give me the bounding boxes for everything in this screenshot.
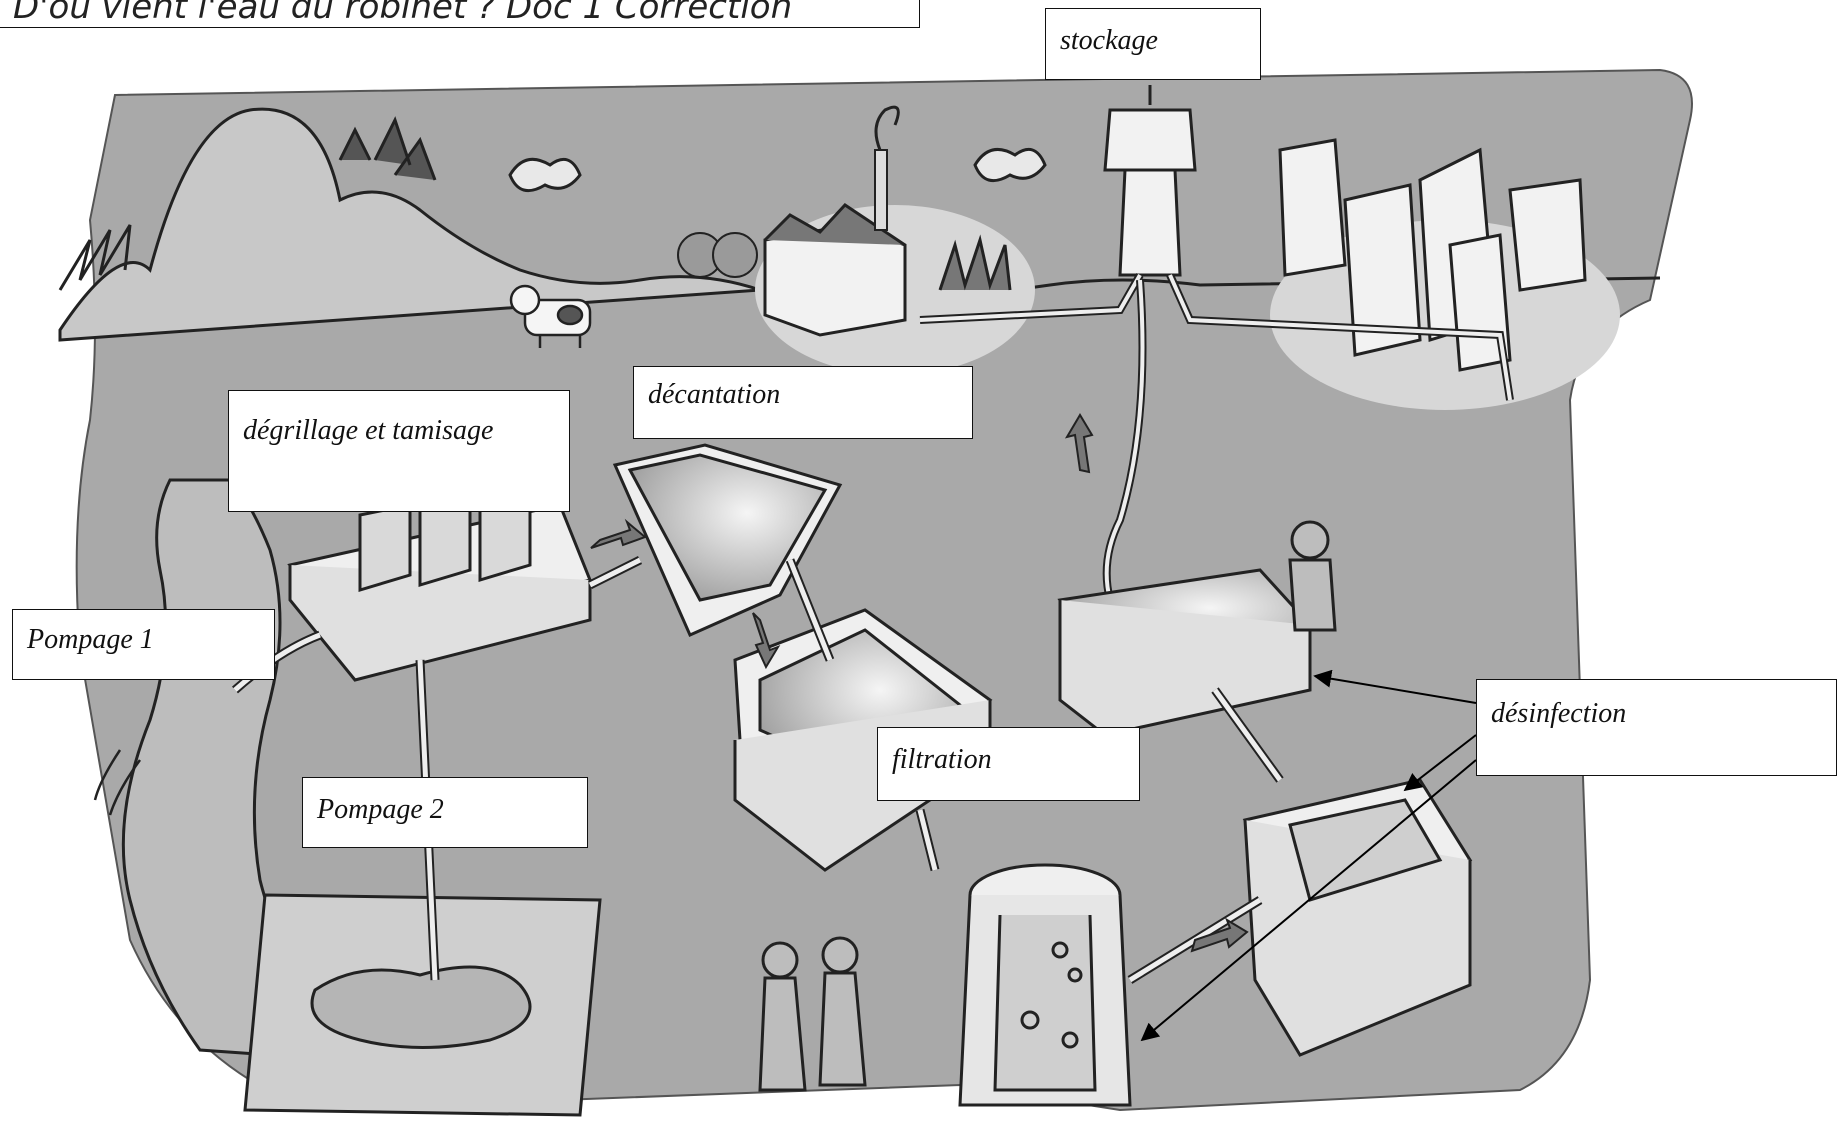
label-stockage: stockage — [1045, 8, 1261, 80]
scientists — [758, 936, 867, 1092]
cow — [509, 284, 592, 348]
cloud — [508, 157, 582, 193]
cloud — [973, 147, 1047, 183]
ozonation-tank — [1242, 778, 1473, 1057]
pointer-arrow-to-chlorination — [1313, 669, 1477, 704]
label-decantation: décantation — [633, 366, 973, 439]
disinfection-column — [958, 863, 1132, 1107]
label-desinfection: désinfection — [1476, 679, 1837, 776]
label-pompage-1: Pompage 1 — [12, 609, 275, 680]
pointer-arrow-to-column — [1140, 759, 1477, 1042]
hills — [58, 107, 761, 342]
pointer-arrow-to-ozonation — [1403, 734, 1477, 792]
water-tower — [1103, 85, 1197, 277]
chlorination-tank — [1057, 568, 1313, 737]
degrillage-tank — [287, 493, 593, 682]
technician — [1288, 520, 1337, 632]
label-pompage-2: Pompage 2 — [302, 777, 588, 848]
flow-arrows — [590, 413, 1249, 953]
decantation-tank — [612, 443, 843, 637]
groundwater-area — [243, 893, 602, 1117]
label-filtration: filtration — [877, 727, 1140, 801]
document-title: D'où vient l'eau du robinet ? Doc 1 Corr… — [0, 0, 920, 28]
label-degrillage-tamisage: dégrillage et tamisage — [228, 390, 570, 512]
